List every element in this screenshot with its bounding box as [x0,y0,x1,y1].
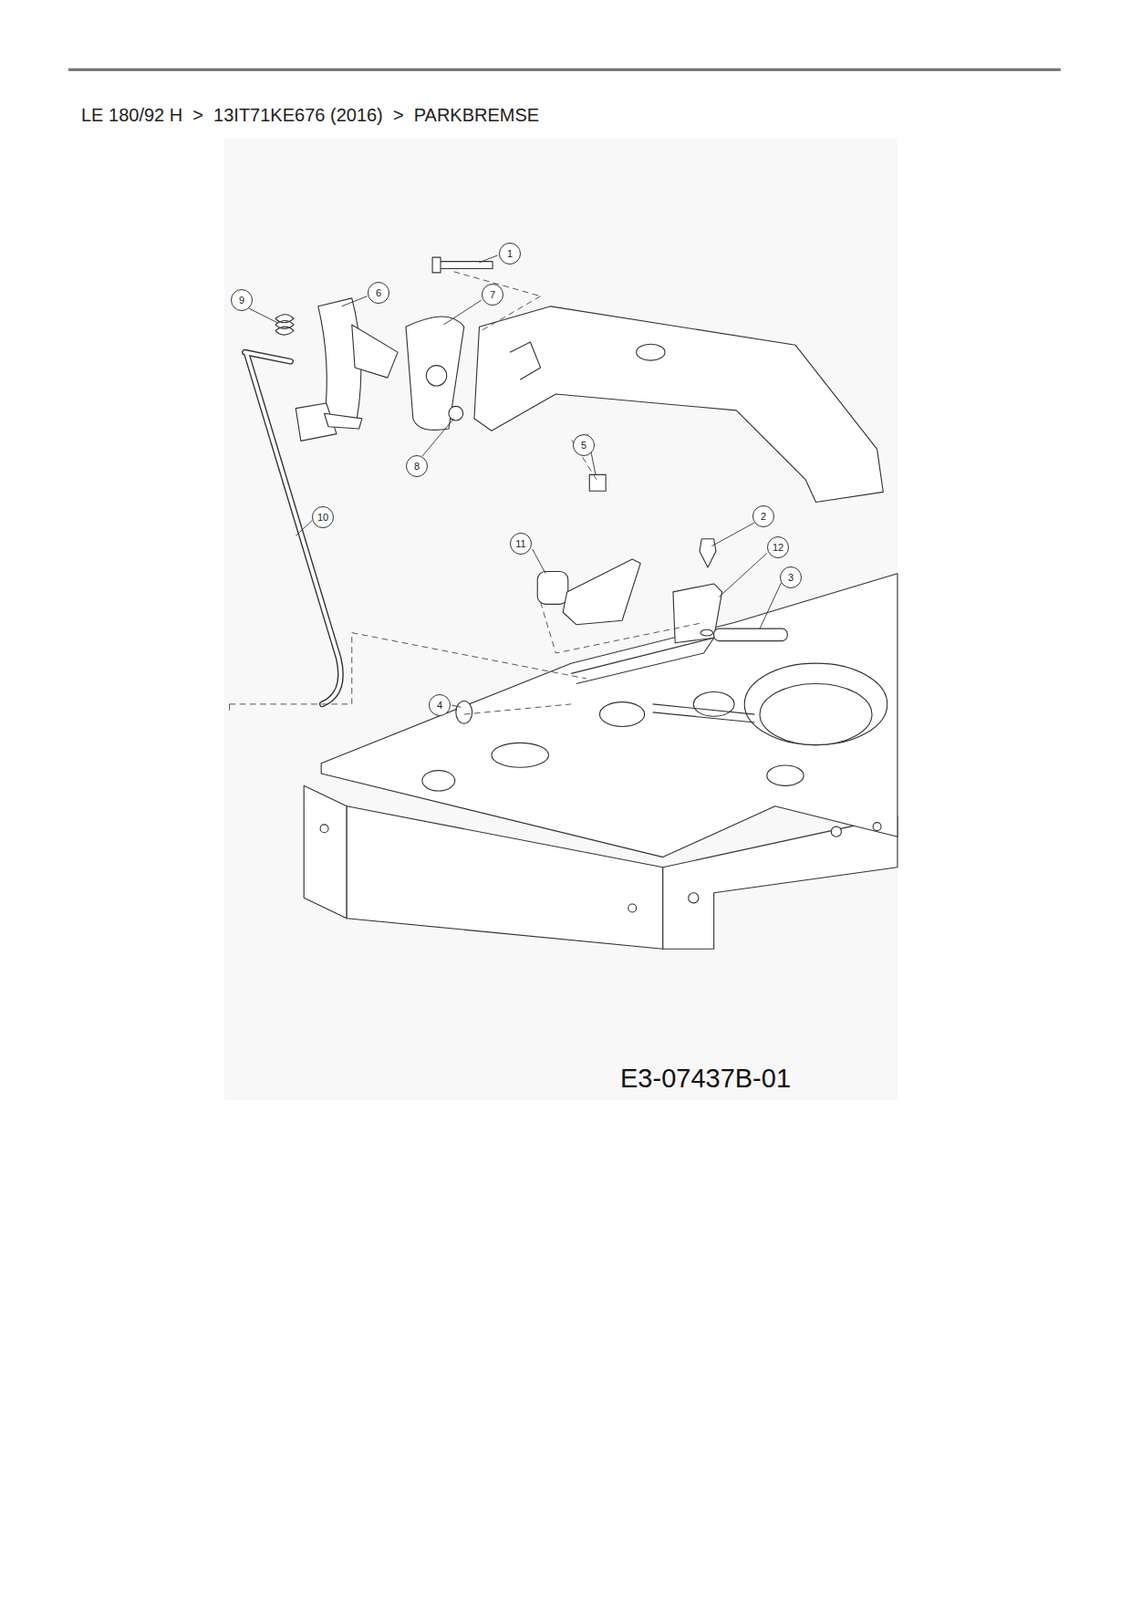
callout-number: 11 [509,532,532,555]
callout-number: 1 [498,242,521,265]
drawing-code: E3-07437B-01 [620,1063,791,1094]
callout-number: 12 [767,536,789,559]
callout-number: 8 [405,455,428,478]
callout-number: 3 [779,566,802,589]
callout-number: 10 [311,506,334,529]
callout-number: 9 [230,289,253,312]
breadcrumb-title: LE 180/92 H > 13IT71KE676 (2016) > PARKB… [81,104,540,126]
callout-number: 6 [367,281,390,304]
callout-number: 5 [572,434,595,457]
callout-number: 4 [428,694,451,716]
callout-number: 7 [481,283,504,306]
callout-number: 2 [752,505,775,528]
